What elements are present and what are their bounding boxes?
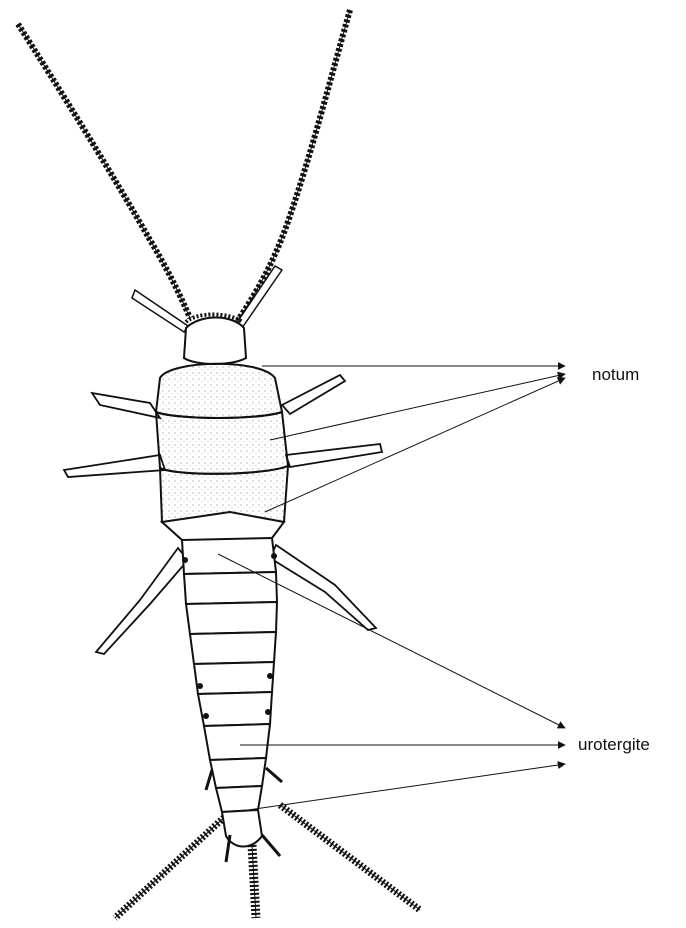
- cerci: [115, 805, 420, 918]
- notum-label: notum: [592, 365, 639, 385]
- antenna-left: [18, 24, 190, 318]
- antenna-right: [238, 10, 350, 320]
- abdomen: [182, 538, 282, 862]
- urotergite-leader-3: [248, 764, 565, 810]
- thorax: [156, 364, 288, 546]
- head: [184, 315, 246, 365]
- notum-leader-2: [270, 374, 565, 440]
- urotergite-label: urotergite: [578, 735, 650, 755]
